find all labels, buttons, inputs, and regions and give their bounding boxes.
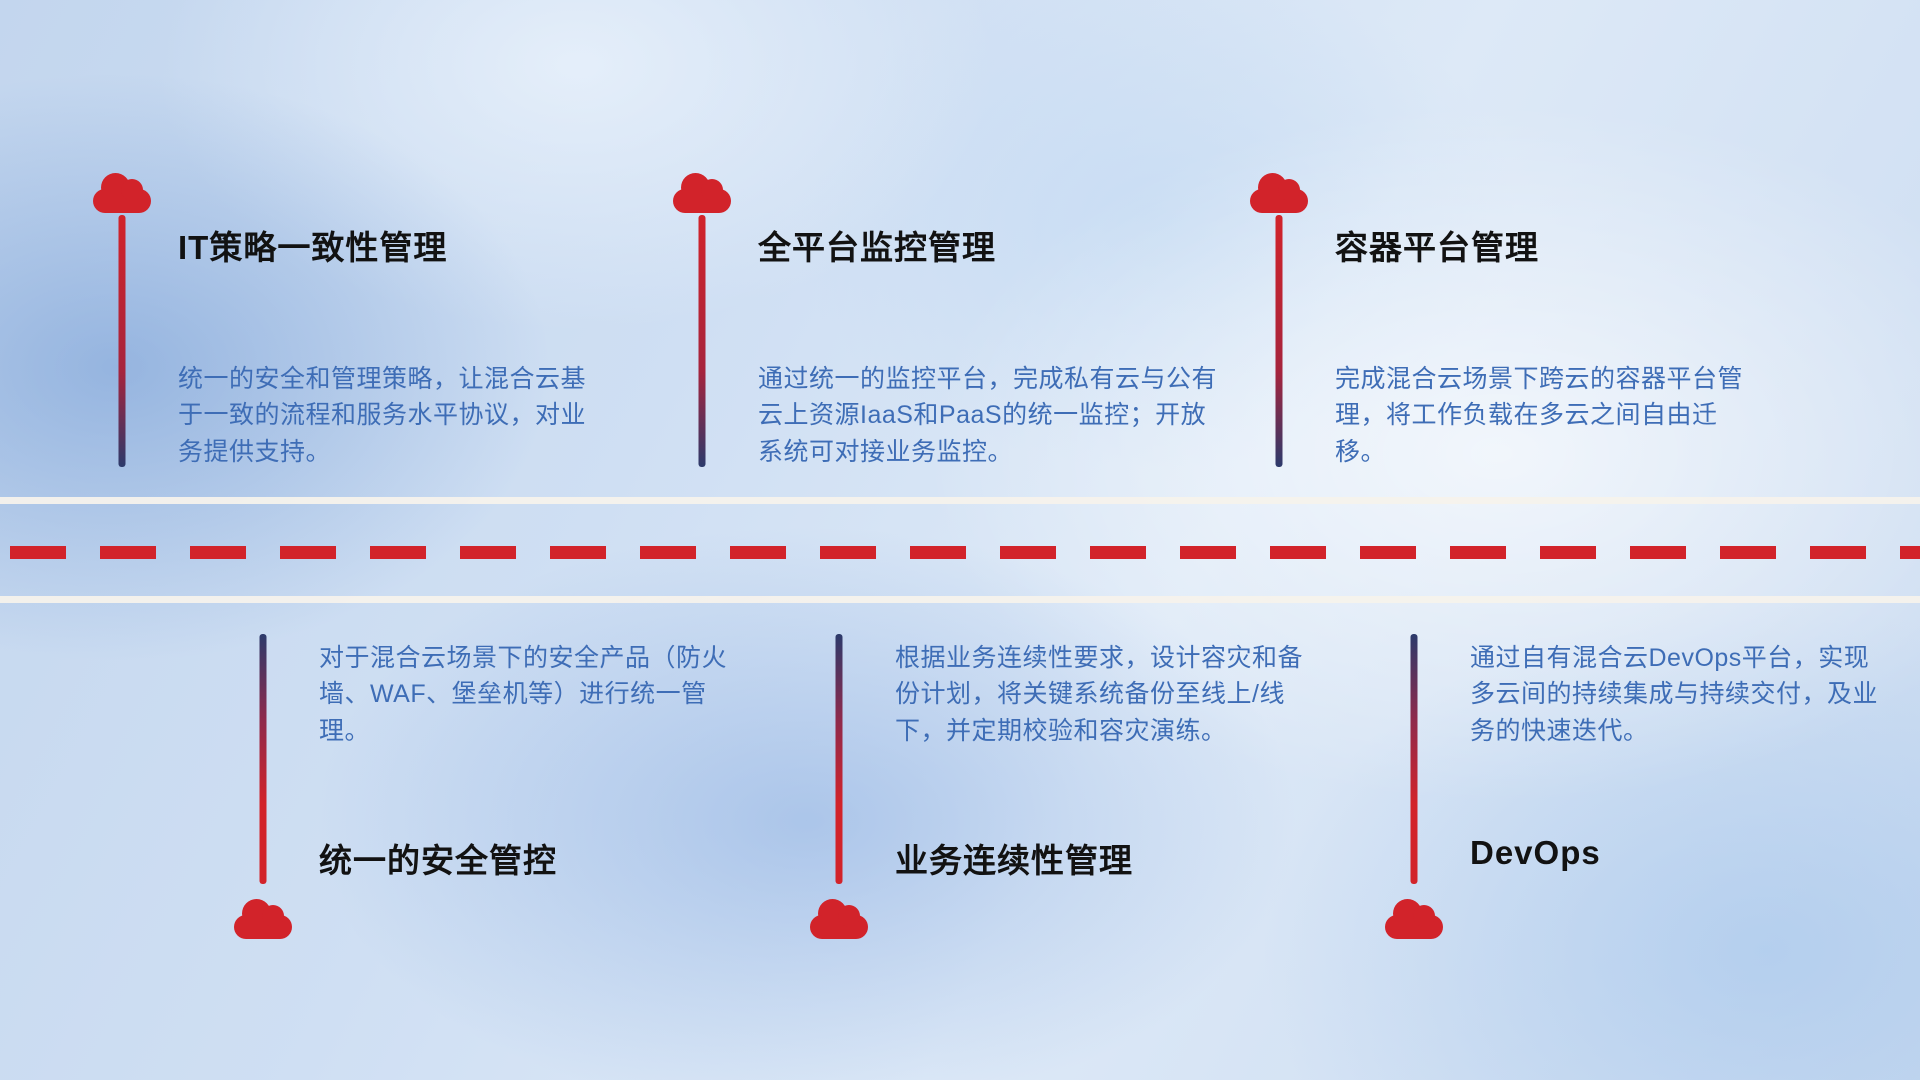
milestone-title: 业务连续性管理 [895,842,1133,879]
milestone-title: 容器平台管理 [1335,229,1539,266]
cloud-icon-base [234,915,292,939]
milestone-description: 统一的安全和管理策略，让混合云基于一致的流程和服务水平协议，对业务提供支持。 [178,365,587,466]
milestone-pin-line [698,215,706,467]
milestone-title: 统一的安全管控 [319,842,557,879]
road-line-top [0,497,1920,504]
cloud-icon [93,171,151,213]
cloud-icon-base [1385,915,1443,939]
milestone-pin-line [1275,215,1283,467]
cloud-icon-base [810,915,868,939]
milestone-description: 通过统一的监控平台，完成私有云与公有云上资源IaaS和PaaS的统一监控；开放系… [758,365,1218,466]
cloud-icon [1250,171,1308,213]
milestone-pin-line [118,215,126,467]
cloud-icon [810,897,868,939]
milestone-pin-line [1410,634,1418,884]
milestone-description: 对于混合云场景下的安全产品（防火墙、WAF、堡垒机等）进行统一管理。 [319,644,728,745]
milestone-title: 全平台监控管理 [758,229,996,266]
cloud-icon [673,171,731,213]
milestone-description: 通过自有混合云DevOps平台，实现多云间的持续集成与持续交付，及业务的快速迭代… [1470,644,1879,745]
milestone-title: IT策略一致性管理 [178,229,448,266]
cloud-icon [1385,897,1443,939]
road-line-bottom [0,596,1920,603]
milestone-pin-line [259,634,267,884]
cloud-icon-base [93,189,151,213]
milestone-title: DevOps [1470,834,1601,871]
cloud-icon-base [673,189,731,213]
milestone-description: 根据业务连续性要求，设计容灾和备份计划，将关键系统备份至线上/线下，并定期校验和… [895,644,1304,745]
milestone-pin-line [835,634,843,884]
milestone-description: 完成混合云场景下跨云的容器平台管理，将工作负载在多云之间自由迁移。 [1335,365,1744,466]
cloud-icon-base [1250,189,1308,213]
road-dashed-line [10,546,1920,559]
cloud-icon [234,897,292,939]
